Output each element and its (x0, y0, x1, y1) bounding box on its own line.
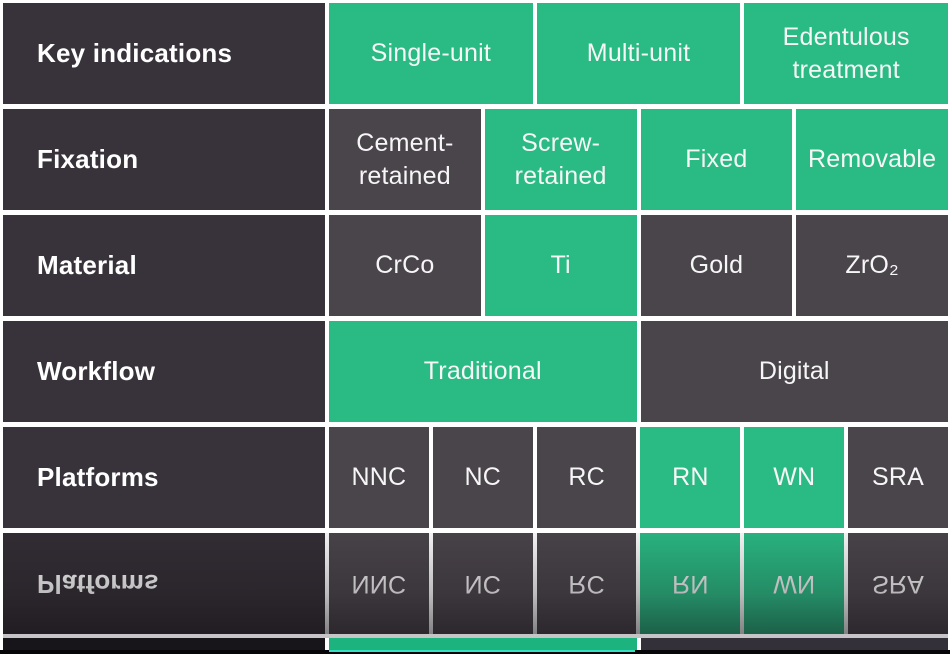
cell-single-unit: Single-unit (329, 3, 533, 104)
cell-cement-retained: Cement-retained (329, 109, 481, 210)
cell-nc-label: NC (464, 463, 501, 492)
cell-multi-unit: Multi-unit (536, 3, 741, 104)
row-cells-material: CrCo Ti Gold ZrO₂ (329, 215, 948, 316)
row-label-platforms: Platforms (3, 427, 325, 528)
reflection-cell-nnc-label: NNC (351, 569, 407, 598)
cell-fixed-label: Fixed (685, 145, 748, 174)
cell-rn: RN (640, 427, 741, 528)
reflection-cell-rc-label: RC (568, 569, 605, 598)
reflection-cell-nc: NC (432, 533, 533, 634)
cell-nc: NC (432, 427, 533, 528)
cell-removable-label: Removable (807, 145, 937, 174)
cell-cement-retained-label: Cement-retained (356, 129, 454, 190)
reflection-cell-rn-label: RN (672, 569, 709, 598)
cell-removable: Removable (796, 109, 948, 210)
cell-gold: Gold (640, 215, 793, 316)
row-label-workflow: Workflow (3, 321, 325, 422)
row-cells-workflow: Traditional Digital (329, 321, 948, 422)
cell-ti: Ti (484, 215, 637, 316)
bottom-cyan-artifact-line (329, 650, 635, 652)
cell-screw-retained-label: Screw-retained (514, 129, 607, 190)
cell-rn-label: RN (672, 463, 709, 492)
cell-crco: CrCo (329, 215, 481, 316)
reflection-row-platforms: Platforms NNC NC RC RN WN SRA (3, 533, 948, 634)
cell-multi-unit-label: Multi-unit (586, 39, 691, 68)
reflection-cell-sra: SRA (848, 533, 948, 634)
cell-screw-retained: Screw-retained (484, 109, 637, 210)
row-platforms: Platforms NNC NC RC RN WN SRA (3, 427, 948, 528)
cell-edentulous-treatment: Edentulous treatment (744, 3, 949, 104)
reflection-sliver-label-col (3, 638, 325, 650)
cell-zro2: ZrO₂ (796, 215, 948, 316)
cell-ti-label: Ti (550, 251, 571, 280)
reflection-cell-wn: WN (744, 533, 845, 634)
cell-zro2-label: ZrO₂ (845, 251, 899, 280)
reflection-cell-nnc: NNC (329, 533, 429, 634)
row-fixation: Fixation Cement-retained Screw-retained … (3, 109, 948, 210)
cell-edentulous-treatment-label: Edentulous treatment (782, 23, 910, 84)
reflection-cell-nc-label: NC (464, 569, 501, 598)
reflection-cell-rc: RC (536, 533, 637, 634)
reflection-sliver-digital (640, 638, 948, 650)
reflection-label-platforms: Platforms (3, 533, 325, 634)
cell-nnc: NNC (329, 427, 429, 528)
cell-rc: RC (536, 427, 637, 528)
cell-rc-label: RC (568, 463, 605, 492)
table-reflection: Platforms NNC NC RC RN WN SRA (3, 533, 948, 650)
row-workflow: Workflow Traditional Digital (3, 321, 948, 422)
cell-sra: SRA (848, 427, 948, 528)
cell-traditional: Traditional (329, 321, 637, 422)
reflection-workflow-sliver (3, 638, 948, 650)
row-key-indications: Key indications Single-unit Multi-unit E… (3, 3, 949, 104)
row-cells-platforms: NNC NC RC RN WN SRA (329, 427, 948, 528)
cell-gold-label: Gold (689, 251, 744, 280)
row-label-key-indications: Key indications (3, 3, 325, 104)
row-label-fixation: Fixation (3, 109, 325, 210)
reflection-cell-wn-label: WN (773, 569, 816, 598)
cell-wn-label: WN (773, 463, 816, 492)
cell-sra-label: SRA (872, 463, 925, 492)
row-label-material: Material (3, 215, 325, 316)
cell-digital: Digital (640, 321, 948, 422)
reflection-cell-rn: RN (640, 533, 741, 634)
cell-digital-label: Digital (758, 357, 830, 386)
reflection-flip-group: Platforms NNC NC RC RN WN SRA (3, 533, 948, 650)
bottom-edge-bar (0, 650, 950, 654)
cell-traditional-label: Traditional (423, 357, 542, 386)
cell-single-unit-label: Single-unit (370, 39, 491, 68)
cell-crco-label: CrCo (375, 251, 435, 280)
row-cells-key-indications: Single-unit Multi-unit Edentulous treatm… (329, 3, 949, 104)
matrix-table: Key indications Single-unit Multi-unit E… (3, 3, 949, 650)
cell-fixed: Fixed (640, 109, 793, 210)
reflection-cell-sra-label: SRA (872, 569, 925, 598)
reflection-cells-platforms: NNC NC RC RN WN SRA (329, 533, 948, 634)
row-cells-fixation: Cement-retained Screw-retained Fixed Rem… (329, 109, 948, 210)
reflection-sliver-cells (329, 638, 948, 650)
reflection-sliver-traditional (329, 638, 637, 650)
cell-wn: WN (744, 427, 845, 528)
cell-nnc-label: NNC (351, 463, 407, 492)
row-material: Material CrCo Ti Gold ZrO₂ (3, 215, 948, 316)
